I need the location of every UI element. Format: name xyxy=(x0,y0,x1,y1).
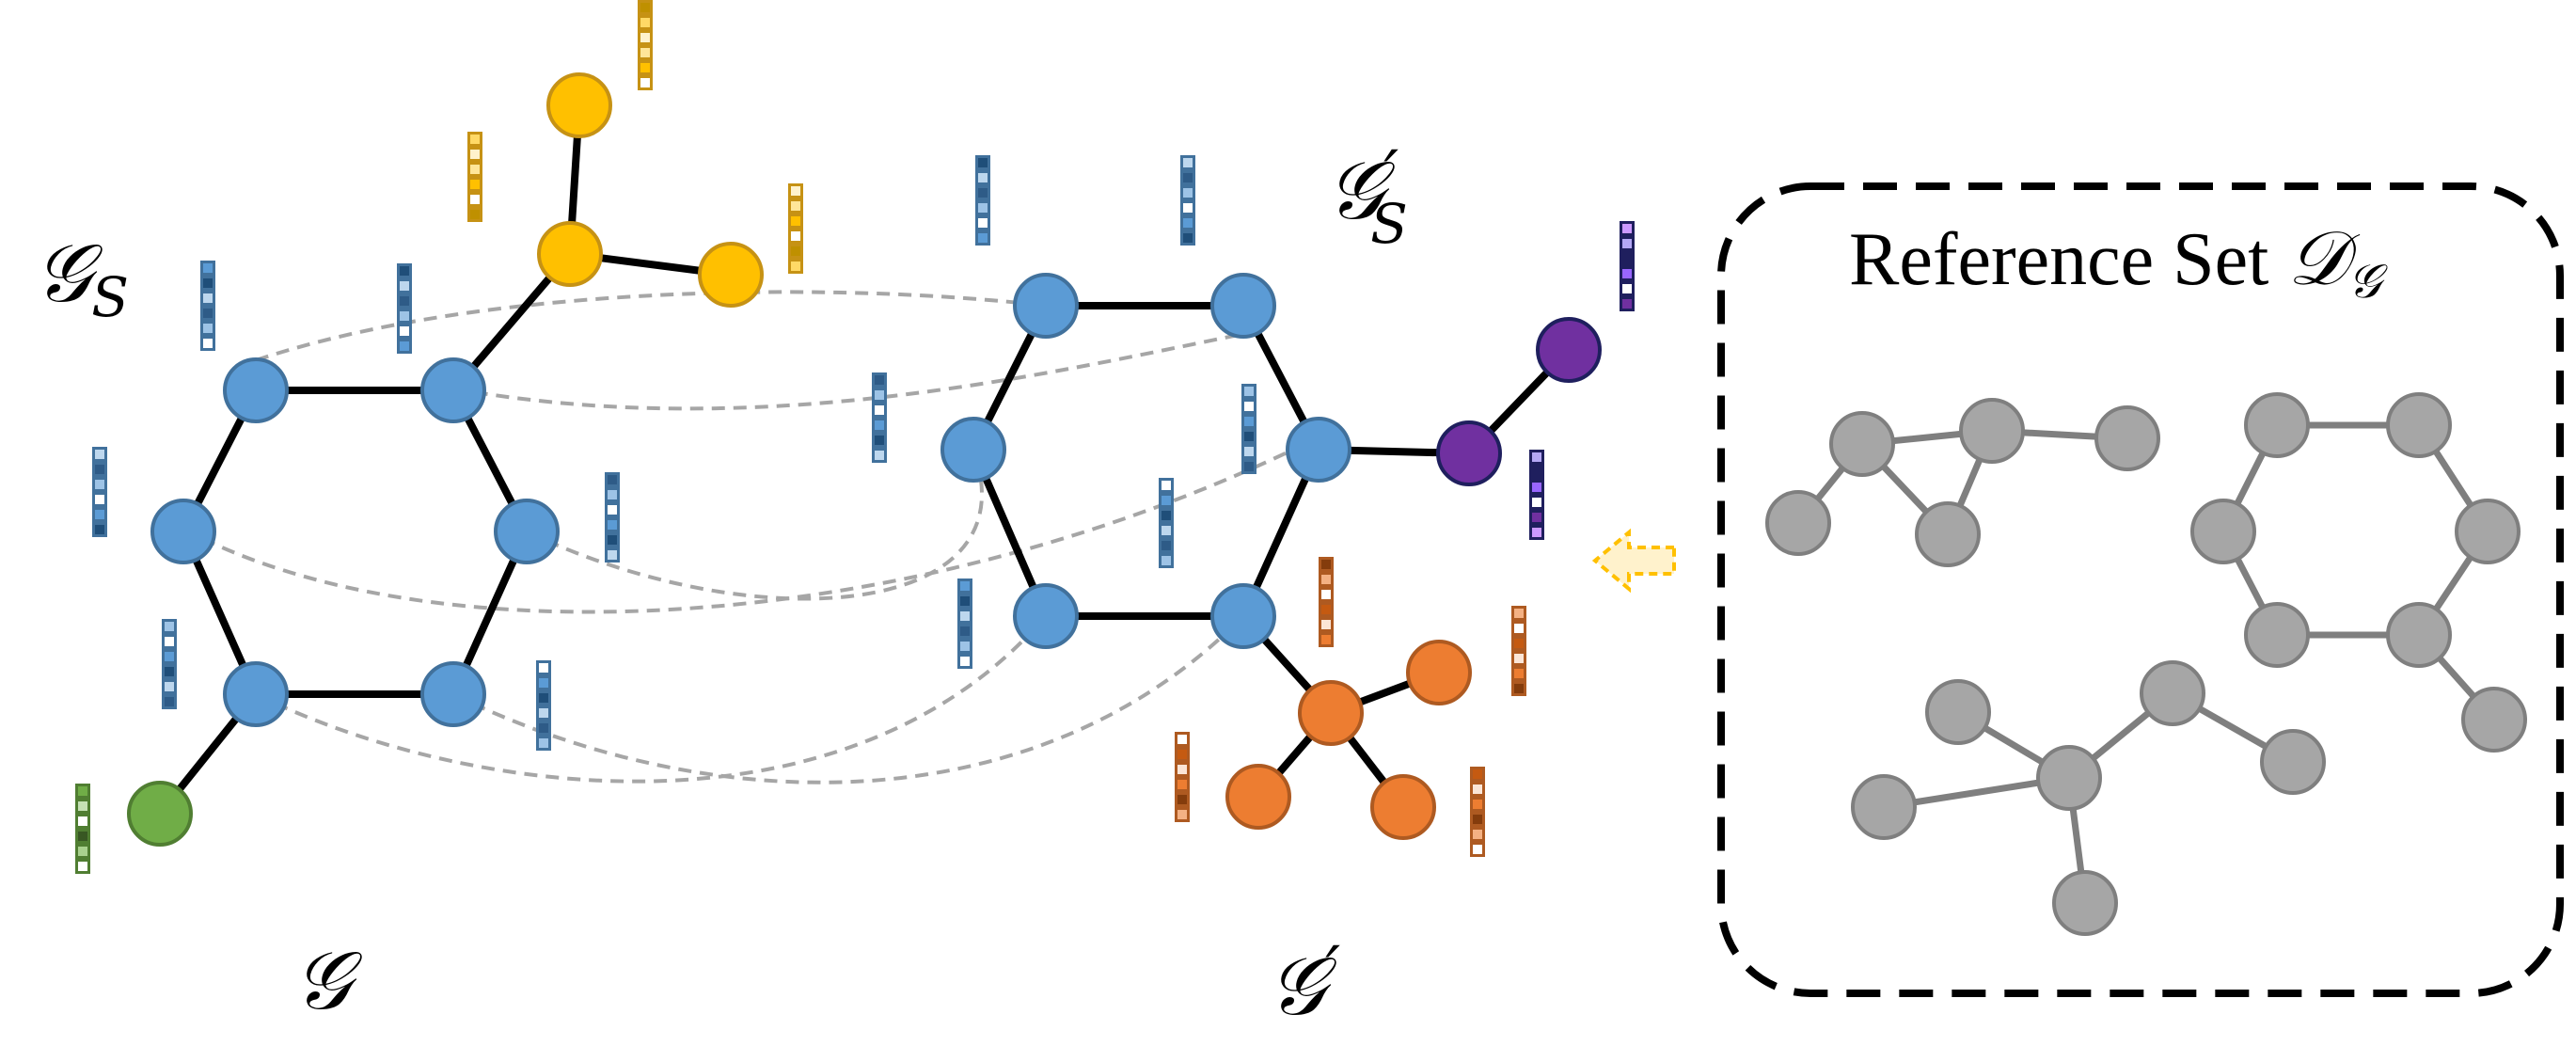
link-6 xyxy=(452,614,1245,784)
node-gp-1 xyxy=(1013,273,1079,339)
feature-vector-icon xyxy=(788,183,803,274)
feature-vector-icon xyxy=(1175,732,1190,822)
node-gp-orange-3 xyxy=(1370,774,1436,840)
node-g-yellow-2 xyxy=(546,72,612,138)
node-gp-purple-2 xyxy=(1536,317,1602,383)
link-2 xyxy=(452,332,1244,411)
reference-set-title: Reference Set 𝒟𝒢 xyxy=(1849,214,2388,309)
reference-set-box xyxy=(1717,182,2564,997)
node-g-6 xyxy=(150,499,216,564)
node-g-1 xyxy=(223,357,289,423)
feature-vector-icon xyxy=(1241,384,1256,474)
feature-vector-icon xyxy=(92,447,107,537)
feature-vector-icon xyxy=(605,472,620,563)
node-g-4 xyxy=(420,661,486,727)
graph-g-prime-nodes xyxy=(940,273,1602,840)
feature-vectors xyxy=(75,0,1635,874)
node-gp-orange-center xyxy=(1298,680,1364,746)
feature-vector-icon xyxy=(1180,155,1195,246)
reference-set-title-text: Reference Set xyxy=(1849,218,2287,301)
label-g-prime: 𝒢′ xyxy=(1268,932,1340,1034)
label-g-s-prime: 𝒢′S xyxy=(1326,136,1408,256)
feature-vector-icon xyxy=(1511,606,1526,696)
dashed-arrow-left-icon xyxy=(1591,528,1676,594)
feature-vector-icon xyxy=(1620,221,1635,311)
node-gp-orange-2 xyxy=(1225,764,1291,830)
graph-g-prime-edges xyxy=(970,302,1572,811)
node-gp-3 xyxy=(1286,417,1351,483)
feature-vector-icon xyxy=(1470,767,1485,857)
feature-vector-icon xyxy=(75,784,90,874)
link-4 xyxy=(526,449,984,601)
node-g-yellow-1 xyxy=(537,221,603,287)
feature-vector-icon xyxy=(1159,478,1174,568)
reference-set-title-sub: 𝒢 xyxy=(2347,254,2388,309)
label-g-s: 𝒢S xyxy=(34,227,129,329)
label-g: 𝒢 xyxy=(293,934,363,1028)
link-5 xyxy=(255,614,1048,784)
feature-vector-icon xyxy=(872,372,887,463)
node-g-yellow-3 xyxy=(698,242,764,308)
node-gp-2 xyxy=(1210,273,1276,339)
node-g-2 xyxy=(420,357,486,423)
feature-vector-icon xyxy=(975,155,990,246)
node-gp-purple-1 xyxy=(1436,420,1502,486)
feature-vector-icon xyxy=(1529,450,1544,540)
feature-vector-icon xyxy=(536,660,551,751)
feature-vector-icon xyxy=(638,0,653,90)
reference-graph-nodes xyxy=(1765,392,2527,936)
feature-vector-icon xyxy=(397,263,412,354)
feature-vector-icon xyxy=(200,261,215,351)
feature-vector-icon xyxy=(162,619,177,709)
link-1 xyxy=(255,290,1047,362)
correspondence-links xyxy=(182,290,1294,784)
node-gp-6 xyxy=(940,417,1006,483)
feature-vector-icon xyxy=(957,578,972,669)
node-g-green xyxy=(127,781,193,847)
graph-g-nodes xyxy=(127,72,764,847)
feature-vector-icon xyxy=(467,132,482,222)
node-g-3 xyxy=(494,499,560,564)
feature-vector-icon xyxy=(1319,557,1334,647)
node-gp-5 xyxy=(1013,583,1079,649)
link-3 xyxy=(182,448,1294,614)
node-g-5 xyxy=(223,661,289,727)
node-gp-orange-1 xyxy=(1406,640,1472,705)
node-gp-4 xyxy=(1210,583,1276,649)
